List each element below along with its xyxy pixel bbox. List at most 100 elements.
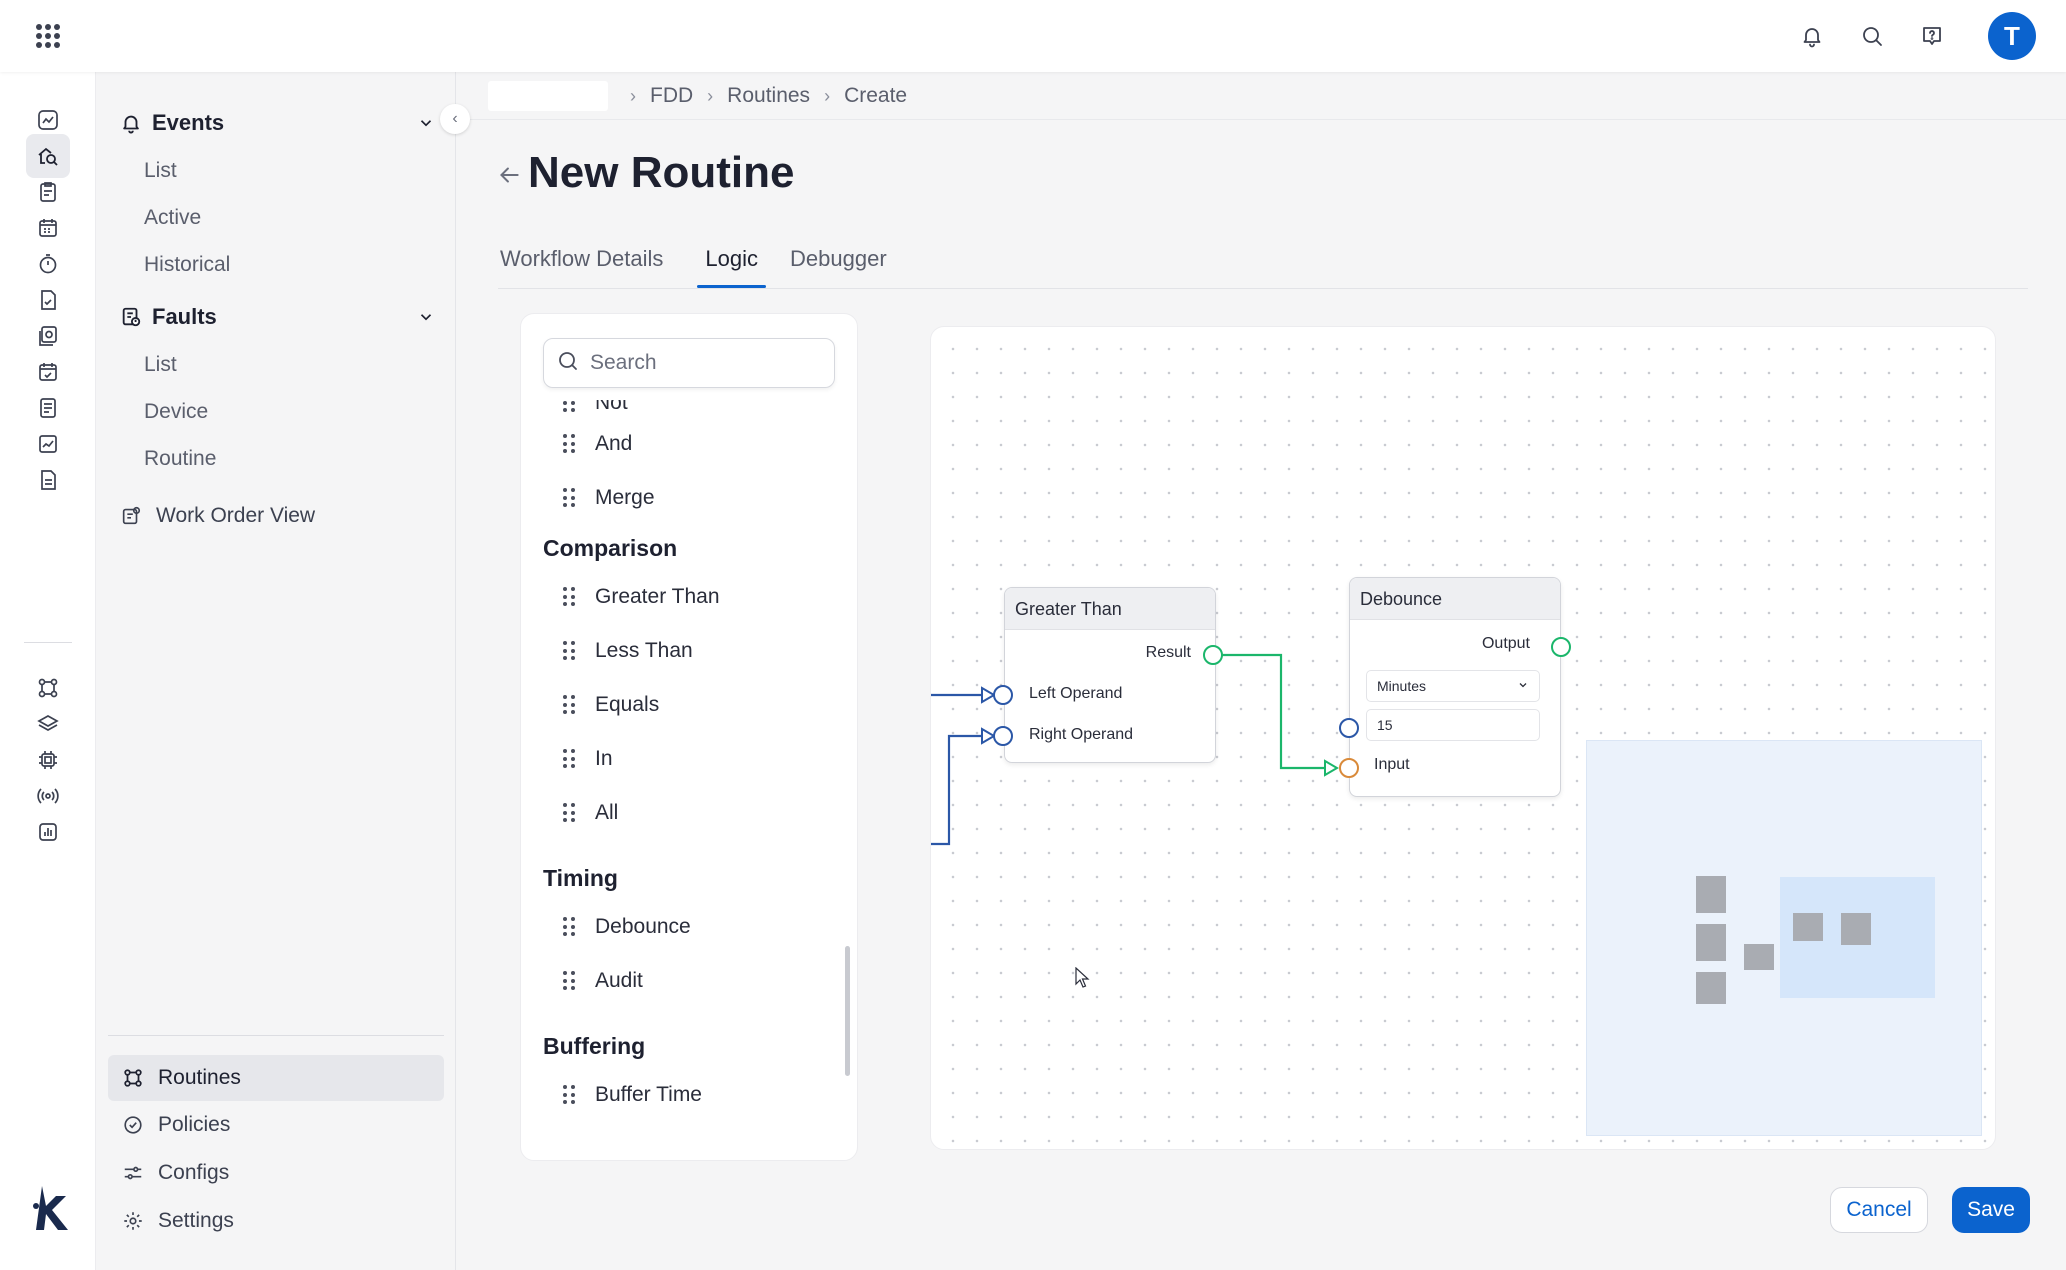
brand-logo bbox=[22, 1182, 74, 1234]
analytics-home-icon[interactable] bbox=[26, 134, 70, 178]
breadcrumb-routines[interactable]: Routines bbox=[727, 84, 811, 107]
layers-icon[interactable] bbox=[26, 702, 70, 746]
top-bar: T bbox=[0, 0, 2066, 72]
back-arrow-icon[interactable] bbox=[494, 158, 524, 192]
breadcrumb-create: Create bbox=[844, 84, 908, 107]
nav-group-faults[interactable]: Faults bbox=[118, 297, 438, 337]
palette-list[interactable]: Not And Merge Comparison Greater Than Le… bbox=[521, 400, 857, 1160]
help-icon[interactable] bbox=[1916, 20, 1948, 52]
nav-faults-routine[interactable]: Routine bbox=[144, 447, 217, 470]
nav-settings[interactable]: Settings bbox=[108, 1198, 444, 1244]
tab-logic[interactable]: Logic bbox=[697, 246, 766, 288]
handle-output[interactable] bbox=[1551, 637, 1571, 657]
chip-icon[interactable] bbox=[26, 738, 70, 782]
palette-item-not[interactable]: Not bbox=[563, 400, 628, 420]
user-avatar[interactable]: T bbox=[1988, 12, 2036, 60]
palette-item-all[interactable]: All bbox=[563, 796, 618, 830]
node-debounce[interactable]: Debounce Output Minutes 15 Input bbox=[1349, 577, 1561, 797]
nav-events-historical[interactable]: Historical bbox=[144, 253, 231, 276]
port-result-label: Result bbox=[1145, 644, 1191, 661]
debounce-duration-input[interactable]: 15 bbox=[1366, 709, 1540, 741]
handle-left-operand[interactable] bbox=[993, 685, 1013, 705]
category-timing: Timing bbox=[543, 865, 618, 891]
search-icon[interactable] bbox=[1856, 20, 1888, 52]
broadcast-icon[interactable] bbox=[26, 774, 70, 818]
nav-group-events[interactable]: Events bbox=[118, 103, 438, 143]
debounce-unit-value: Minutes bbox=[1377, 678, 1427, 694]
palette-item-in[interactable]: In bbox=[563, 742, 613, 776]
palette-item-greater-than[interactable]: Greater Than bbox=[563, 580, 720, 614]
chart-icon[interactable] bbox=[26, 422, 70, 466]
handle-input[interactable] bbox=[1339, 758, 1359, 778]
tab-bar: Workflow Details Logic Debugger bbox=[500, 246, 887, 288]
document-check-icon[interactable] bbox=[26, 278, 70, 322]
nav-group-events-label: Events bbox=[152, 110, 225, 135]
handle-result[interactable] bbox=[1203, 645, 1223, 665]
breadcrumb-fdd[interactable]: FDD bbox=[650, 84, 694, 107]
chevron-down-icon bbox=[1517, 678, 1529, 694]
nav-configs-label: Configs bbox=[158, 1161, 230, 1184]
nav-group-faults-label: Faults bbox=[152, 304, 217, 329]
file-icon[interactable] bbox=[26, 458, 70, 502]
nav-events-active[interactable]: Active bbox=[144, 206, 202, 229]
port-left-operand-label: Left Operand bbox=[1029, 685, 1123, 702]
minimap-node bbox=[1696, 876, 1726, 913]
list-doc-icon[interactable] bbox=[26, 386, 70, 430]
port-input-label: Input bbox=[1374, 756, 1410, 773]
bar-report-icon[interactable] bbox=[26, 810, 70, 854]
nav-policies[interactable]: Policies bbox=[108, 1102, 444, 1148]
apps-grid-icon[interactable] bbox=[30, 22, 66, 50]
nav-policies-label: Policies bbox=[158, 1113, 231, 1136]
minimap-node bbox=[1696, 924, 1726, 961]
drag-handle-icon bbox=[563, 587, 575, 607]
dashboard-icon[interactable] bbox=[26, 98, 70, 142]
nav-faults-device[interactable]: Device bbox=[144, 400, 209, 423]
workflow-icon[interactable] bbox=[26, 666, 70, 710]
nav-work-order-view[interactable]: Work Order View bbox=[118, 498, 315, 534]
handle-right-operand[interactable] bbox=[993, 726, 1013, 746]
breadcrumb-root[interactable] bbox=[488, 81, 608, 111]
save-button[interactable]: Save bbox=[1952, 1187, 2030, 1233]
minimap-node bbox=[1841, 913, 1871, 945]
nav-routines[interactable]: Routines bbox=[108, 1055, 444, 1101]
nav-configs[interactable]: Configs bbox=[108, 1150, 444, 1196]
nav-faults-list[interactable]: List bbox=[144, 353, 177, 376]
drag-handle-icon bbox=[563, 749, 575, 769]
category-comparison: Comparison bbox=[543, 535, 678, 561]
tab-debugger[interactable]: Debugger bbox=[790, 246, 887, 271]
chevron-down-icon[interactable] bbox=[414, 111, 438, 135]
edge-arrow-right-operand bbox=[981, 727, 996, 745]
palette-item-audit[interactable]: Audit bbox=[563, 964, 643, 998]
calendar-icon[interactable] bbox=[26, 206, 70, 250]
palette-scrollbar[interactable] bbox=[845, 946, 850, 1076]
collapse-nav-icon[interactable]: ‹ bbox=[440, 104, 470, 134]
notification-bell-icon[interactable] bbox=[1796, 20, 1828, 52]
drag-handle-icon bbox=[563, 400, 575, 413]
timer-icon[interactable] bbox=[26, 242, 70, 286]
drag-handle-icon bbox=[563, 641, 575, 661]
palette-item-merge[interactable]: Merge bbox=[563, 481, 655, 515]
chevron-right-icon: › bbox=[630, 85, 636, 106]
node-greater-than[interactable]: Greater Than Result Left Operand Right O… bbox=[1004, 587, 1216, 763]
chevron-down-icon[interactable] bbox=[414, 305, 438, 329]
debounce-unit-select[interactable]: Minutes bbox=[1366, 670, 1540, 702]
nav-routines-label: Routines bbox=[158, 1066, 241, 1089]
palette-item-equals[interactable]: Equals bbox=[563, 688, 659, 722]
palette-item-and[interactable]: And bbox=[563, 427, 632, 461]
search-input[interactable] bbox=[590, 351, 820, 375]
search-icon bbox=[556, 349, 580, 378]
palette-item-buffer-time[interactable]: Buffer Time bbox=[563, 1078, 702, 1112]
icon-rail: ›| bbox=[0, 72, 96, 1270]
palette-item-debounce[interactable]: Debounce bbox=[563, 910, 691, 944]
schedule-icon[interactable] bbox=[26, 350, 70, 394]
chevron-right-icon: › bbox=[824, 85, 831, 106]
palette-item-less-than[interactable]: Less Than bbox=[563, 634, 693, 668]
handle-duration[interactable] bbox=[1339, 718, 1359, 738]
checklist-icon[interactable] bbox=[26, 170, 70, 214]
tab-workflow-details[interactable]: Workflow Details bbox=[500, 246, 664, 271]
cancel-button[interactable]: Cancel bbox=[1830, 1187, 1928, 1233]
reports-icon[interactable] bbox=[26, 314, 70, 358]
flow-canvas[interactable]: Greater Than Result Left Operand Right O… bbox=[930, 326, 1996, 1150]
minimap[interactable] bbox=[1586, 740, 1982, 1136]
nav-events-list[interactable]: List bbox=[144, 159, 177, 182]
